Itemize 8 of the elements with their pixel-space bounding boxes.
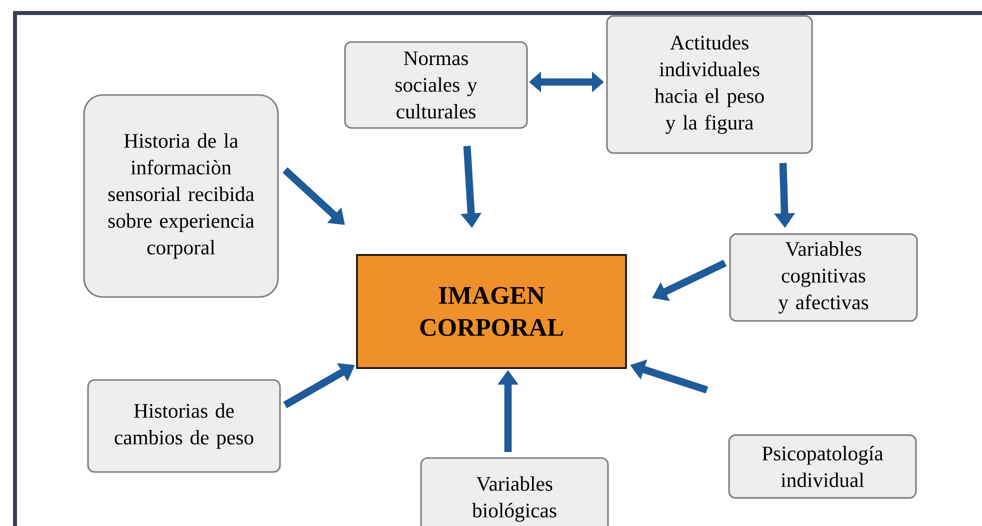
text-box: Normas sociales y culturales	[344, 41, 528, 129]
text-box: Psicopatología individual	[728, 434, 917, 499]
text-box: Historias de cambios de peso	[87, 379, 281, 473]
text-box: Actitudes individuales hacia el peso y la figura	[606, 15, 813, 154]
text-box: Variables cognitivas y afectivas	[729, 233, 918, 322]
text-box: Variables biológicas	[420, 457, 609, 526]
text-box: Historia de la informaciòn sensorial recibida sobre experiencia corporal	[83, 94, 279, 298]
title-box: IMAGEN CORPORAL	[356, 254, 627, 369]
